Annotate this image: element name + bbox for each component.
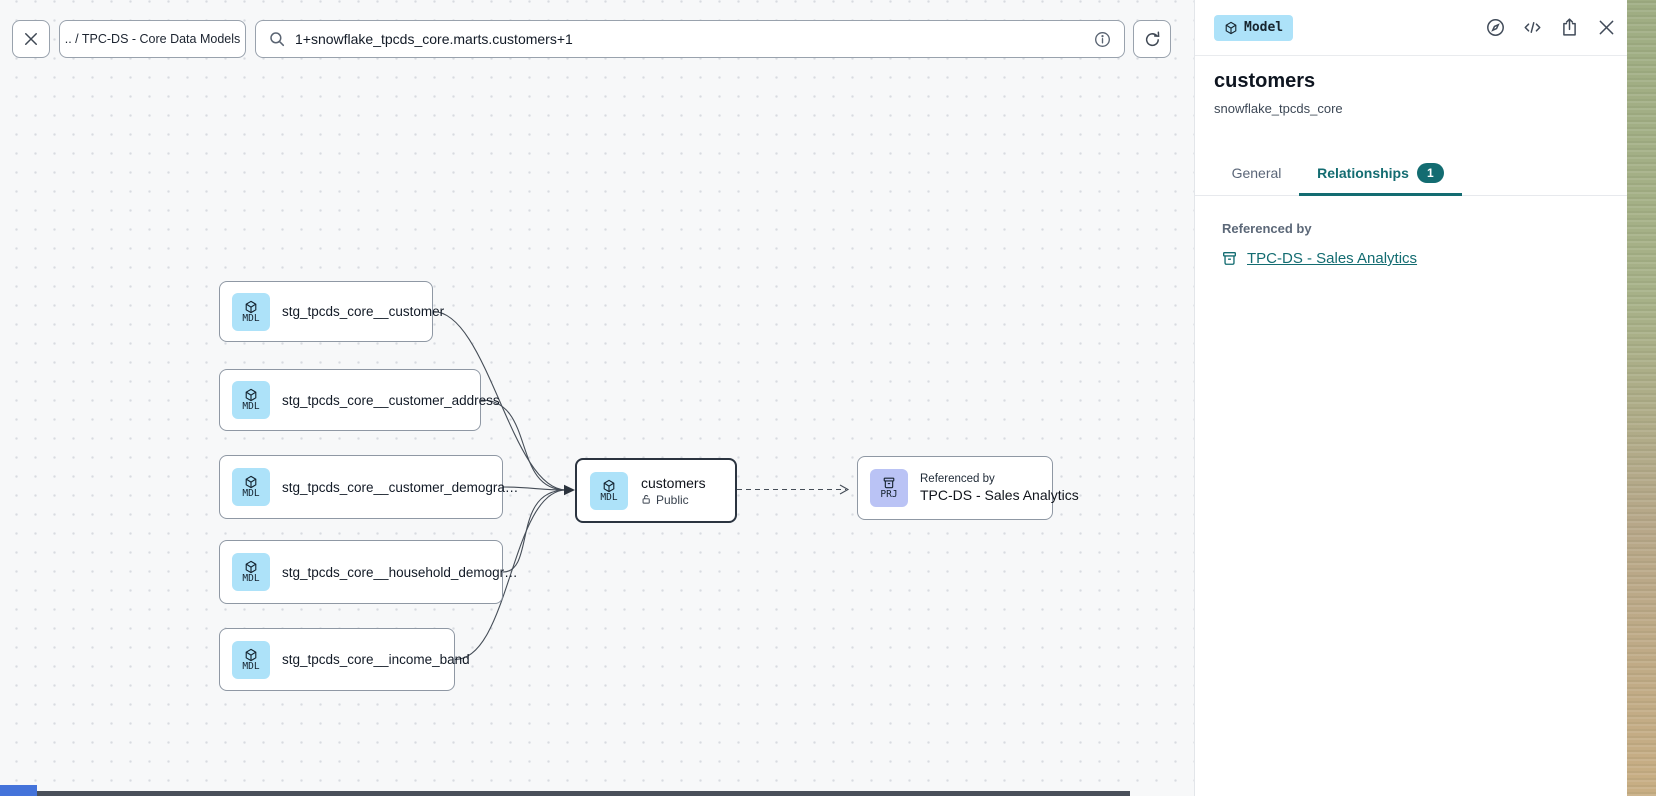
close-lineage-button[interactable]	[12, 20, 50, 58]
badge-label: MDL	[242, 488, 260, 499]
project-node-badge: PRJ	[870, 469, 908, 507]
badge-label: MDL	[242, 401, 260, 412]
panel-tabs: General Relationships 1	[1195, 150, 1627, 196]
badge-label: PRJ	[880, 489, 898, 500]
tab-general[interactable]: General	[1214, 150, 1299, 195]
model-node-badge: MDL	[232, 381, 270, 419]
share-icon[interactable]	[1558, 17, 1580, 39]
node-label: stg_tpcds_core__customer	[282, 304, 445, 319]
referenced-by-label: Referenced by	[1222, 221, 1312, 236]
cube-icon	[244, 560, 258, 574]
node-stg-tpcds-core-customer[interactable]: MDL stg_tpcds_core__customer	[219, 281, 444, 342]
badge-label: MDL	[600, 491, 618, 503]
lock-open-icon	[641, 494, 652, 505]
panel-header: Model	[1195, 0, 1627, 56]
node-label: stg_tpcds_core__income_band	[282, 652, 470, 667]
cube-icon	[602, 479, 616, 493]
badge-label: MDL	[242, 312, 260, 324]
explore-compass-icon[interactable]	[1484, 17, 1506, 39]
panel-subtitle: snowflake_tpcds_core	[1214, 101, 1343, 116]
model-node-badge: MDL	[590, 471, 628, 510]
info-icon[interactable]	[1093, 30, 1112, 49]
cube-icon	[1224, 21, 1238, 35]
breadcrumb[interactable]: .. / TPC-DS - Core Data Models	[59, 20, 246, 58]
lineage-search[interactable]	[255, 20, 1125, 58]
taskbar-blue-sliver	[0, 785, 37, 796]
model-node-badge: MDL	[232, 468, 270, 506]
cube-icon	[244, 300, 258, 314]
cube-icon	[244, 648, 258, 662]
node-label: stg_tpcds_core__customer_address	[282, 392, 500, 408]
desktop-background-strip	[1627, 0, 1656, 796]
type-badge-label: Model	[1244, 20, 1284, 35]
panel-title: customers	[1214, 70, 1316, 92]
reference-row[interactable]: TPC-DS - Sales Analytics	[1221, 250, 1417, 267]
search-input[interactable]	[295, 31, 1084, 47]
close-icon	[22, 30, 40, 48]
relationships-count-badge: 1	[1416, 162, 1444, 183]
badge-label: MDL	[242, 660, 260, 672]
search-icon	[268, 30, 286, 48]
refresh-icon	[1143, 30, 1162, 49]
node-title: customers	[641, 474, 706, 491]
node-label: stg_tpcds_core__customer_demogra…	[282, 479, 519, 495]
tab-relationships[interactable]: Relationships 1	[1299, 150, 1462, 196]
node-stg-tpcds-core-customer-address[interactable]: MDL stg_tpcds_core__customer_address	[219, 369, 500, 431]
model-node-badge: MDL	[232, 553, 270, 591]
model-type-badge: Model	[1214, 14, 1294, 41]
model-node-badge: MDL	[232, 292, 270, 331]
node-access-label: Public	[656, 492, 689, 507]
node-label: stg_tpcds_core__household_demogr…	[282, 564, 518, 580]
node-tpcds-sales-analytics-project[interactable]: PRJ Referenced by TPC-DS - Sales Analyti…	[857, 456, 1079, 520]
reference-link[interactable]: TPC-DS - Sales Analytics	[1247, 250, 1418, 267]
tab-label: Relationships	[1317, 164, 1409, 181]
node-kicker: Referenced by	[920, 473, 995, 485]
node-title: TPC-DS - Sales Analytics	[920, 487, 1079, 503]
archive-icon	[1221, 250, 1238, 267]
close-panel-icon[interactable]	[1595, 17, 1617, 39]
node-stg-tpcds-core-customer-demographics[interactable]: MDL stg_tpcds_core__customer_demogra…	[219, 455, 518, 519]
badge-label: MDL	[242, 573, 260, 584]
lineage-edges	[432, 310, 850, 661]
tab-label: General	[1231, 164, 1282, 181]
cube-icon	[244, 475, 258, 489]
node-customers-selected[interactable]: MDL customers Public	[575, 458, 737, 523]
model-node-badge: MDL	[232, 640, 270, 679]
breadcrumb-label: .. / TPC-DS - Core Data Models	[64, 32, 241, 46]
taskbar-dark-sliver	[37, 791, 1130, 796]
refresh-button[interactable]	[1133, 20, 1171, 58]
cube-icon	[244, 388, 258, 402]
lineage-canvas[interactable]: .. / TPC-DS - Core Data Models MDL stg_t…	[0, 0, 1194, 796]
node-stg-tpcds-core-income-band[interactable]: MDL stg_tpcds_core__income_band	[219, 628, 470, 691]
archive-icon	[882, 476, 896, 490]
code-icon[interactable]	[1521, 17, 1543, 39]
node-stg-tpcds-core-household-demographics[interactable]: MDL stg_tpcds_core__household_demogr…	[219, 540, 518, 604]
details-panel: Model customers snowflake_tpcds_core Gen…	[1194, 0, 1627, 796]
